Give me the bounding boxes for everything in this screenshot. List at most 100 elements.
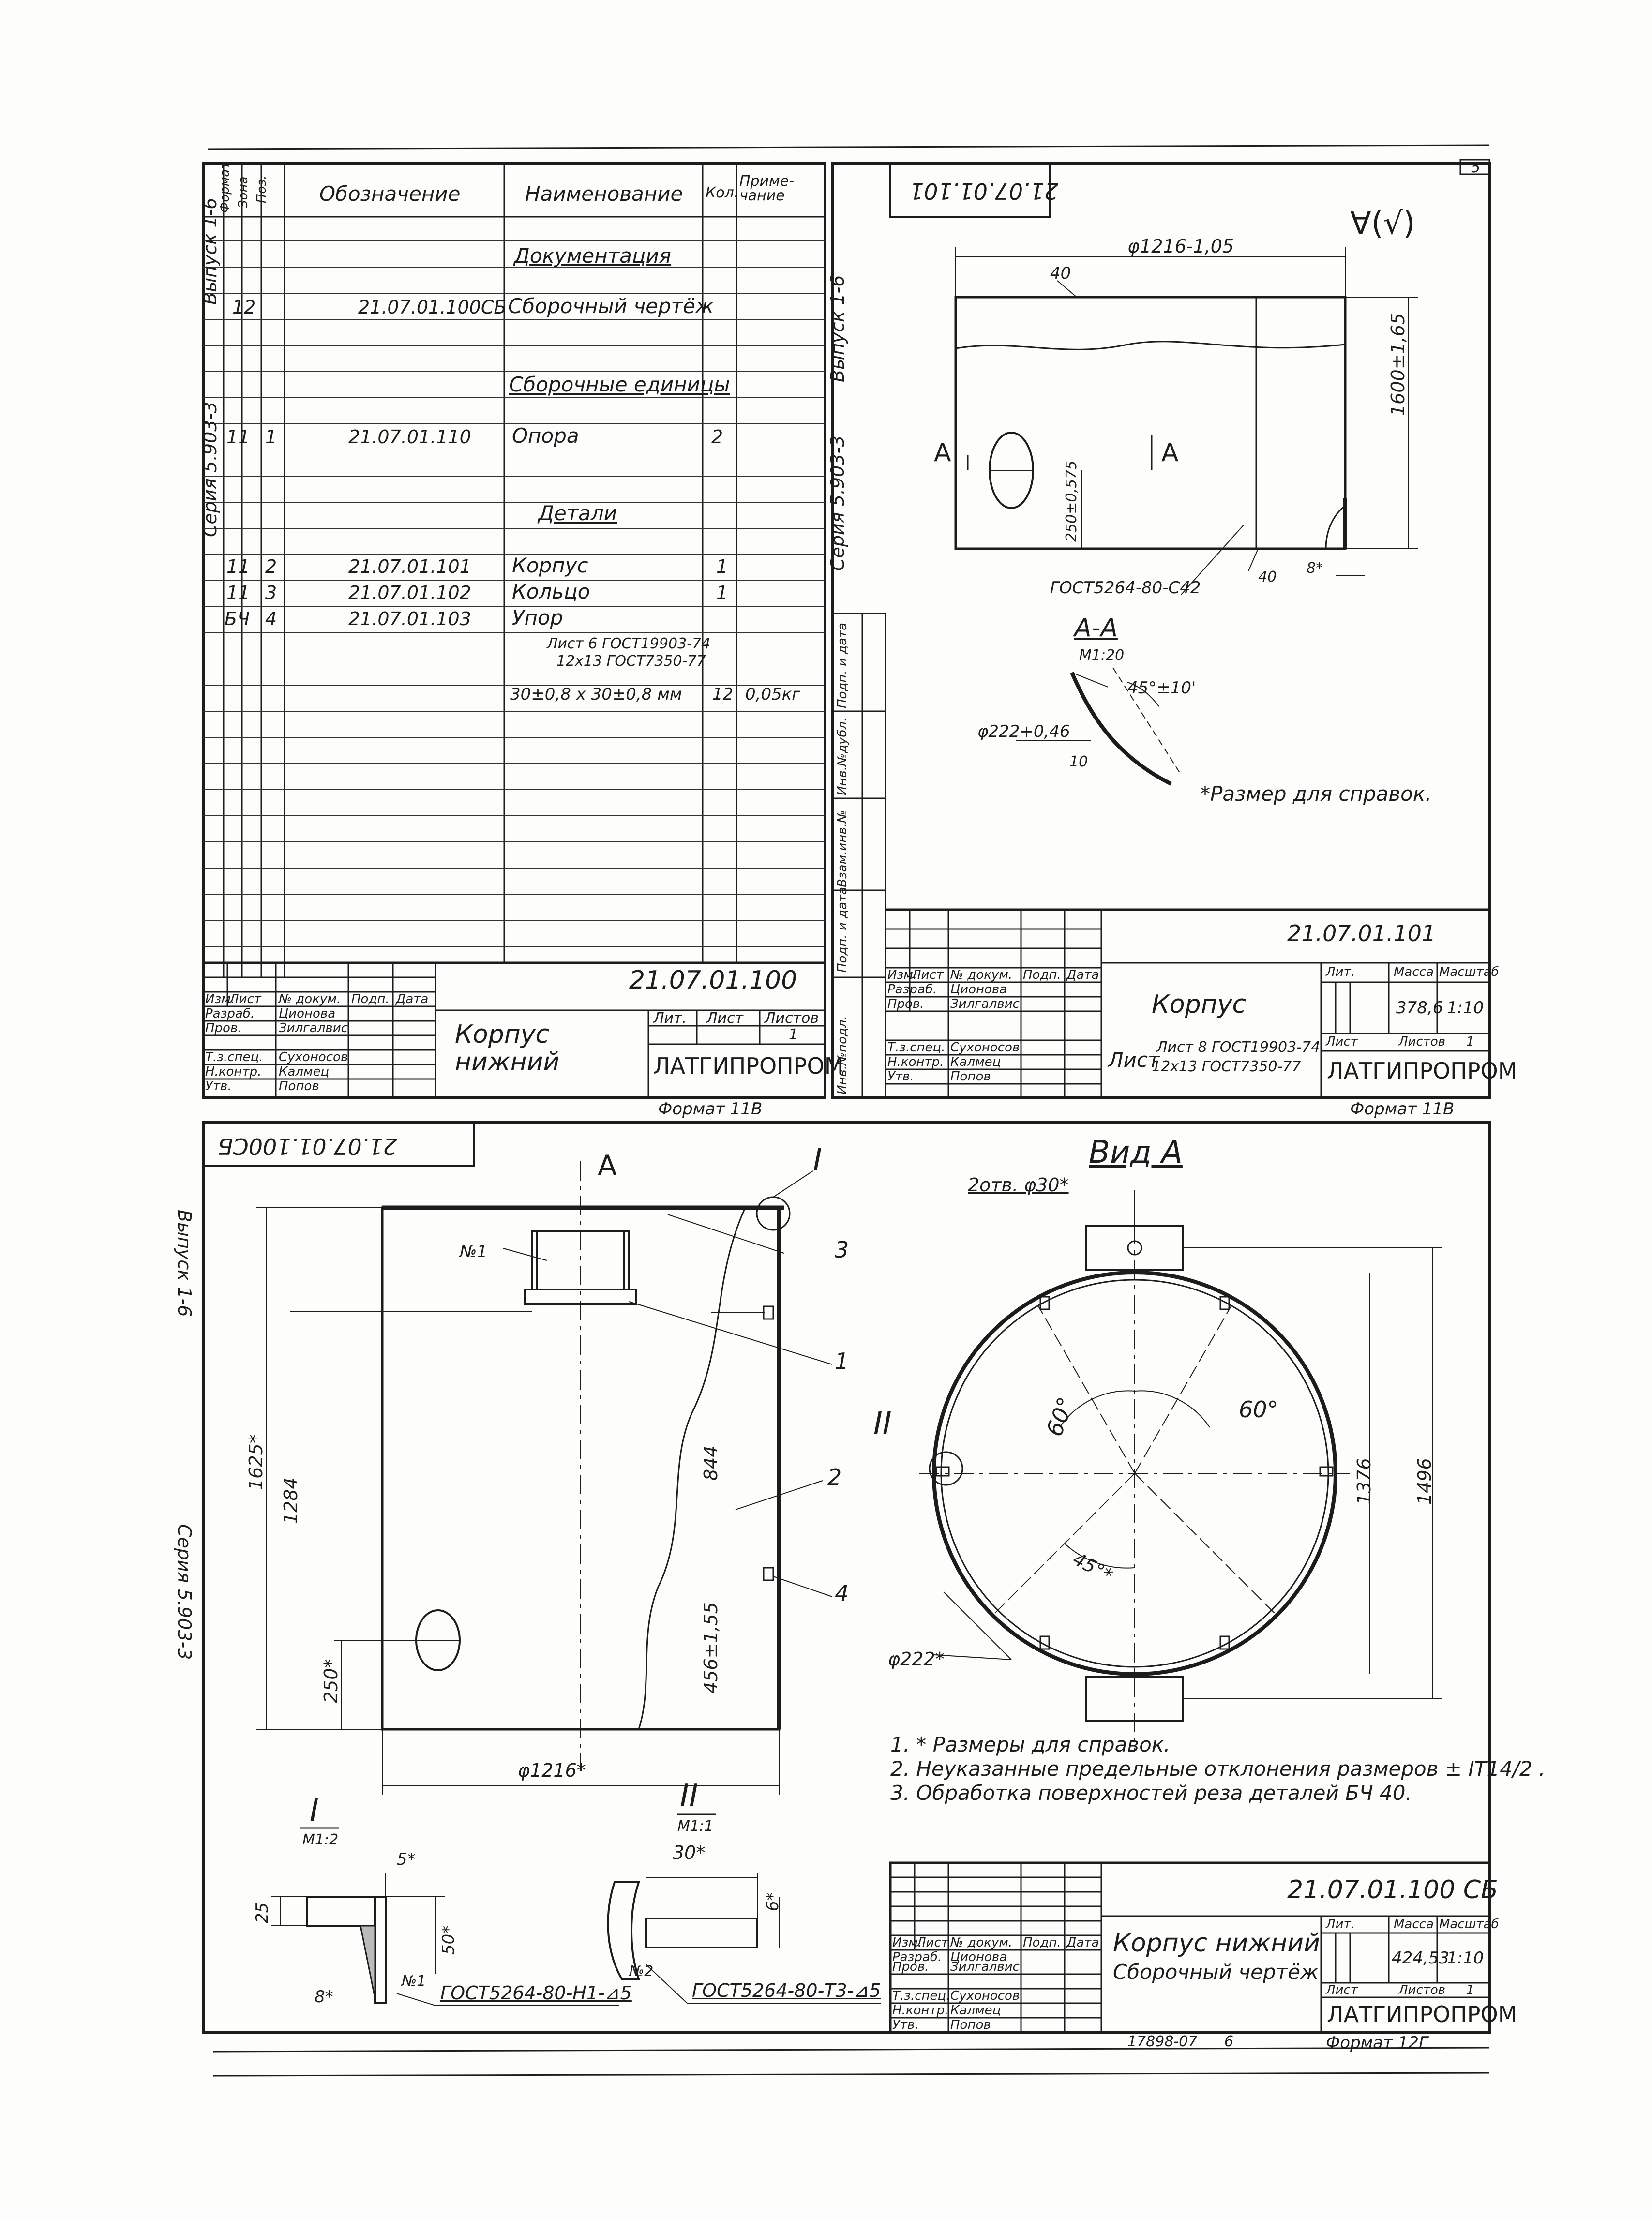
spec-col-sign: Подп. xyxy=(351,992,390,1006)
asm-tb-mass: 424,53 xyxy=(1392,1948,1449,1968)
spec-issue-label: Выпуск 1-6 xyxy=(199,197,221,305)
part-section-mark-left: А xyxy=(934,438,951,467)
part-left-strip xyxy=(832,613,886,1097)
part-sheet-frame xyxy=(831,162,1491,1099)
part-tb-format: Формат 11В xyxy=(1350,1099,1455,1119)
detail-I-label: I xyxy=(310,1793,319,1828)
spec-header-zone: Зона xyxy=(236,176,251,208)
part-tb-scale-label: Масштаб xyxy=(1439,965,1499,979)
part-doc-number-mirrored: 21.07.01.101 xyxy=(910,178,1059,204)
part-weld-ref: ГОСТ5264-80-С42 xyxy=(1050,578,1201,598)
part-issue-label: Выпуск 1-6 xyxy=(827,275,848,382)
asm-dim-1284: 1284 xyxy=(280,1477,301,1524)
asm-angle-60-right: 60° xyxy=(1239,1396,1278,1423)
spec-sheet-label: Лист xyxy=(706,1010,744,1027)
asm-note-2: 2. Неуказанные предельные отклонения раз… xyxy=(890,1757,1546,1781)
detail-II-weld: №2 xyxy=(629,1963,654,1980)
part-angle: 45°±10' xyxy=(1127,678,1196,698)
spec-row1-name: Сборочный чертёж xyxy=(508,294,714,318)
detail-II-scale: М1:1 xyxy=(677,1818,714,1835)
asm-dim-1625: 1625* xyxy=(245,1434,267,1490)
spec-row3-format: 11 xyxy=(226,556,250,577)
strip-podp-1: Подп. и дата xyxy=(835,886,850,973)
asm-role-0: Разраб. xyxy=(892,1950,942,1964)
detail-I xyxy=(271,1827,619,2006)
spec-name-4: Попов xyxy=(279,1079,319,1094)
asm-callout-I: I xyxy=(813,1142,822,1178)
spec-title: Корпус нижний xyxy=(455,1020,560,1077)
asm-col-izm: Изм. xyxy=(892,1935,922,1950)
spec-row1-designation: 21.07.01.100СБ xyxy=(358,297,507,318)
part-height-dim: 1600±1,65 xyxy=(1387,313,1409,416)
asm-pos-2: 2 xyxy=(827,1464,842,1490)
asm-dim-1216: φ1216* xyxy=(518,1760,586,1781)
section-a-a xyxy=(1016,667,1181,786)
asm-name-1: Зилгалвис xyxy=(950,1960,1020,1974)
spec-series-label: Серия 5.903-3 xyxy=(199,401,221,537)
spec-col-doc: № докум. xyxy=(279,992,341,1006)
part-title-block-lines xyxy=(886,908,1489,1097)
asm-name-4: Попов xyxy=(950,2018,991,2032)
roughness-mark: ∀(√) xyxy=(1350,206,1415,241)
part-role-0: Разраб. xyxy=(887,982,937,997)
strip-vzam: Взам.инв.№ xyxy=(835,810,850,887)
shell-side-view xyxy=(954,247,1418,596)
spec-upor-material-2: 12х13 ГОСТ7350-77 xyxy=(556,653,706,670)
detail-I-weld-ref: ГОСТ5264-80-Н1-⊿5 xyxy=(440,1982,632,2004)
asm-role-3: Н.контр. xyxy=(892,2003,949,2018)
part-dim-8: 8* xyxy=(1307,560,1323,577)
spec-header-designation: Обозначение xyxy=(319,182,461,206)
spec-header-name: Наименование xyxy=(525,182,683,206)
part-tb-doc-number: 21.07.01.101 xyxy=(1287,920,1436,946)
part-diameter-dim: φ1216-1,05 xyxy=(1127,236,1234,257)
spec-name-3: Калмец xyxy=(279,1064,330,1079)
part-col-date: Дата xyxy=(1066,968,1099,982)
asm-dim-1376: 1376 xyxy=(1353,1458,1375,1505)
asm-view-title: Вид А xyxy=(1089,1135,1183,1170)
spec-doc-number: 21.07.01.100 xyxy=(629,966,797,995)
spec-row2-format: 11 xyxy=(226,426,250,448)
spec-section-assembly-units: Сборочные единицы xyxy=(509,373,730,396)
spec-row1-format: 12 xyxy=(232,297,256,318)
asm-tb-page: 6 xyxy=(1224,2033,1234,2050)
part-tb-mass-label: Масса xyxy=(1394,965,1434,979)
asm-tb-sheets: 1 xyxy=(1466,1983,1474,1997)
asm-col-date: Дата xyxy=(1066,1935,1099,1950)
part-tb-title: Корпус xyxy=(1152,990,1247,1019)
asm-note-3: 3. Обработка поверхностей реза деталей Б… xyxy=(890,1781,1412,1805)
part-footnote: *Размер для справок. xyxy=(1200,782,1432,806)
asm-tb-title: Корпус нижний xyxy=(1113,1929,1320,1958)
spec-format: Формат 11В xyxy=(658,1099,763,1119)
spec-role-3: Н.контр. xyxy=(205,1064,262,1079)
part-tb-scale: 1:10 xyxy=(1447,998,1484,1018)
part-tb-material-prefix: Лист xyxy=(1108,1048,1160,1072)
part-hole-dia: φ222+0,46 xyxy=(977,722,1070,741)
spec-row2-designation: 21.07.01.110 xyxy=(348,426,471,448)
assembly-sheet-frame xyxy=(202,1121,1491,2034)
detail-I-scale: М1:2 xyxy=(302,1831,339,1848)
spec-sheets-value: 1 xyxy=(789,1026,798,1043)
detail-II xyxy=(607,1813,881,2004)
spec-name-1: Зилгалвис xyxy=(279,1021,348,1035)
asm-issue-label: Выпуск 1-6 xyxy=(174,1210,195,1317)
asm-tb-doc-number: 21.07.01.100 СБ xyxy=(1287,1875,1498,1904)
spec-row4-format: 11 xyxy=(226,582,250,603)
detail-II-weld-ref: ГОСТ5264-80-Т3-⊿5 xyxy=(692,1980,881,2001)
part-series-label: Серия 5.903-3 xyxy=(827,435,848,571)
asm-name-0: Ционова xyxy=(950,1950,1007,1964)
part-name-0: Ционова xyxy=(950,982,1007,997)
spec-header-qty: Кол. xyxy=(706,184,739,201)
assembly-title-block-lines xyxy=(889,1861,1491,2034)
spec-row5-pos: 4 xyxy=(265,608,277,629)
part-tb-mass: 378,6 xyxy=(1396,998,1443,1018)
part-name-3: Калмец xyxy=(950,1055,1001,1069)
asm-tb-sheet-label: Лист xyxy=(1326,1983,1358,1997)
asm-tb-org: ЛАТГИПРОПРОМ xyxy=(1327,2001,1517,2027)
spec-lit-label: Лит. xyxy=(653,1010,687,1027)
detail-I-weld: №1 xyxy=(402,1973,426,1990)
detail-II-label: II xyxy=(680,1778,698,1814)
spec-row4-name: Кольцо xyxy=(512,580,590,603)
part-tb-material-2: 12х13 ГОСТ7350-77 xyxy=(1152,1058,1301,1075)
asm-pos-1: 1 xyxy=(835,1348,849,1374)
spec-col-izm: Изм. xyxy=(205,992,235,1006)
